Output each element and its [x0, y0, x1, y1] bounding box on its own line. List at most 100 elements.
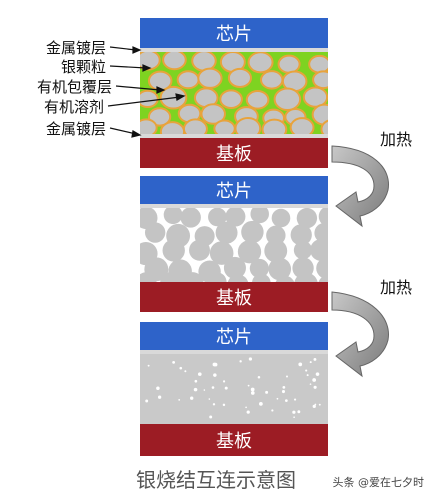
stage3-chip [140, 322, 328, 350]
silver-particle [182, 118, 208, 134]
annotation-organic-coating: 有机包覆层 [36, 78, 112, 96]
heat-arrow-1 [331, 145, 389, 228]
silver-particle [318, 274, 328, 282]
silver-particle [225, 208, 246, 227]
pore [313, 385, 317, 389]
silver-particle [290, 224, 312, 246]
pore [239, 360, 242, 363]
stage3-substrate-label: 基板 [216, 431, 252, 452]
stage2-particles [140, 208, 328, 282]
pore [257, 375, 261, 379]
silver-particle [316, 257, 328, 279]
pore [276, 397, 279, 400]
silver-particle [208, 208, 227, 227]
silver-particle [227, 67, 252, 88]
pore [250, 387, 255, 392]
pore [147, 364, 150, 367]
silver-particle [302, 86, 328, 108]
silver-particle [266, 225, 286, 246]
pore [298, 362, 303, 367]
silver-particle [209, 241, 234, 265]
pore [212, 362, 217, 367]
pore [203, 389, 206, 391]
silver-particle [180, 208, 201, 228]
silver-particle [310, 239, 328, 261]
pore [184, 370, 187, 373]
pore [285, 399, 288, 402]
pore [208, 398, 211, 400]
silver-particle [293, 240, 313, 260]
silver-particle [314, 222, 328, 244]
silver-particle [219, 89, 243, 110]
pore [281, 390, 286, 394]
pore [315, 372, 320, 376]
silver-particle [160, 272, 180, 282]
silver-particle [312, 70, 328, 90]
silver-particle [275, 275, 295, 282]
silver-particle [245, 89, 270, 110]
silver-particle [140, 52, 161, 71]
pore [312, 404, 316, 409]
stage1-chip [140, 18, 328, 48]
heat-label-1: 加热 [380, 130, 413, 149]
pore [222, 403, 226, 407]
silver-particle [241, 220, 264, 244]
silver-particle [250, 208, 269, 224]
stage1-chip-label: 芯片 [216, 24, 252, 45]
stage1-substrate-label: 基板 [216, 144, 252, 165]
silver-particle [308, 54, 328, 74]
silver-particle [237, 240, 262, 264]
pore [286, 375, 288, 378]
pore [209, 415, 213, 419]
stage1-bottom-plating [140, 134, 328, 138]
silver-particle [215, 221, 238, 244]
pore [193, 387, 198, 392]
silver-particle [191, 52, 217, 72]
pore [282, 385, 286, 389]
heat-arrow-2 [331, 291, 389, 378]
heat-label-2: 加热 [380, 278, 413, 297]
silver-particle [320, 119, 328, 134]
silver-particle [163, 208, 183, 225]
pore [271, 409, 274, 412]
stage3-chip-label: 芯片 [216, 327, 252, 348]
annotation-metal-plating-bottom: 金属镀层 [45, 120, 106, 138]
silver-particle [261, 118, 288, 134]
pore [179, 366, 183, 370]
silver-particle [189, 239, 211, 261]
silver-particle [227, 274, 249, 282]
silver-particle [140, 118, 158, 134]
silver-particle [140, 272, 157, 282]
diagram-caption: 银烧结互连示意图 [136, 468, 296, 492]
pore [246, 410, 250, 414]
silver-particle [289, 117, 315, 134]
pore [309, 361, 312, 364]
silver-particle [294, 272, 318, 282]
stage1-particles [140, 52, 328, 134]
pore [248, 357, 253, 361]
silver-particle [162, 52, 187, 71]
pore [306, 374, 309, 377]
silver-particle [140, 89, 159, 109]
watermark: 头条 @爱在七夕时 [332, 476, 425, 489]
silver-particle [249, 258, 269, 278]
silver-particle [318, 208, 328, 227]
silver-particle [181, 272, 204, 282]
pore [156, 386, 160, 391]
stage2-top-plating [140, 204, 328, 208]
pore [247, 384, 250, 387]
silver-particle [271, 208, 291, 228]
stage3-top-plating [140, 350, 328, 354]
pore [194, 379, 198, 383]
pore [211, 386, 215, 389]
pore [312, 378, 317, 382]
stage3-substrate [140, 424, 328, 456]
pore [250, 391, 255, 395]
pore [259, 402, 263, 406]
pore [292, 410, 296, 414]
pore [190, 396, 194, 400]
pore [213, 373, 217, 377]
stage3-sintered-layer [140, 354, 328, 424]
stage2-substrate [140, 282, 328, 312]
